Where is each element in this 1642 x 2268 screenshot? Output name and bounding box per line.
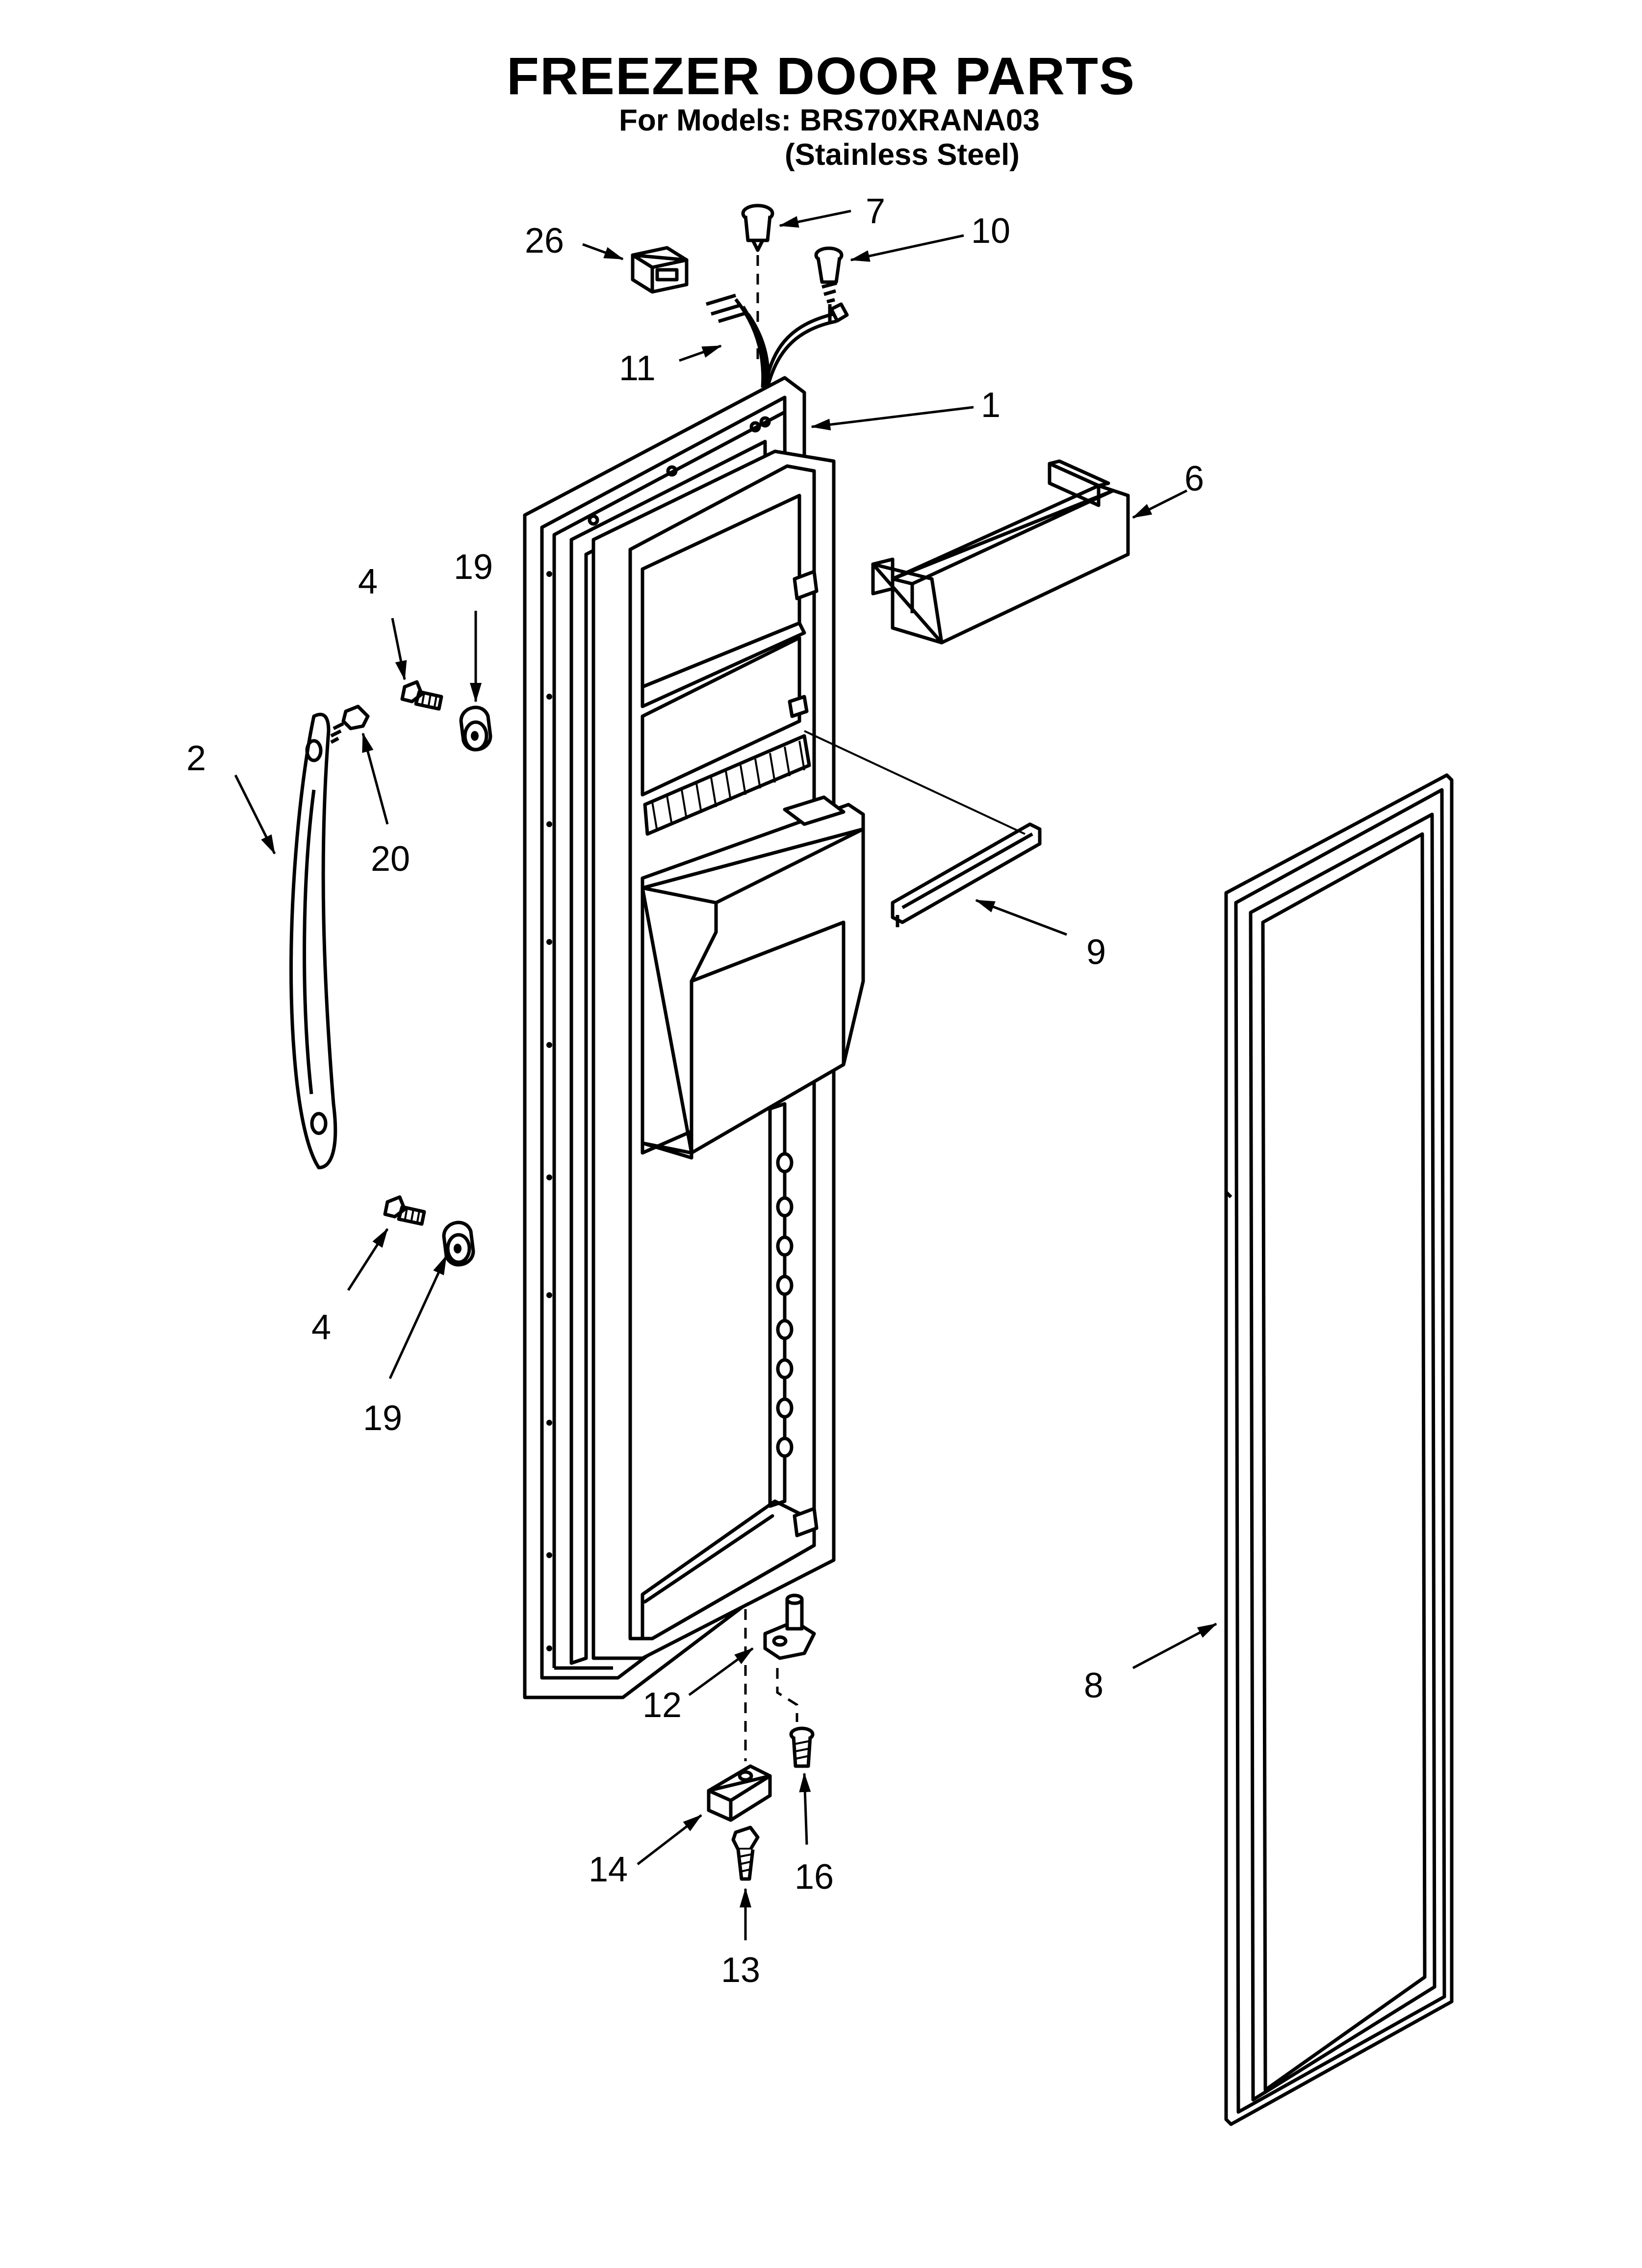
finish-line: (Stainless Steel) bbox=[785, 138, 1020, 172]
callout-26: 26 bbox=[525, 221, 564, 261]
callout-8: 8 bbox=[1084, 1666, 1103, 1705]
trim-part-9 bbox=[804, 730, 1042, 927]
leader-lines bbox=[234, 209, 1217, 1940]
handle-part-2 bbox=[289, 712, 337, 1170]
screw-part-10 bbox=[814, 246, 844, 324]
callout-4-bottom: 4 bbox=[311, 1308, 331, 1347]
dispenser-ribs bbox=[643, 734, 811, 836]
callout-4-top: 4 bbox=[358, 562, 378, 601]
callout-14: 14 bbox=[589, 1850, 628, 1889]
models-line: For Models: BRS70XRANA03 bbox=[619, 104, 1040, 137]
connector-part-26 bbox=[631, 246, 689, 294]
spacer-part-19-bottom bbox=[442, 1221, 475, 1267]
bracket-part-14 bbox=[707, 1609, 772, 1822]
shelf-part-6 bbox=[871, 459, 1130, 645]
callout-9: 9 bbox=[1086, 933, 1106, 972]
door-liner-part-1 bbox=[523, 376, 865, 1699]
wire-harness-part-11 bbox=[705, 293, 849, 388]
callout-11: 11 bbox=[619, 349, 656, 388]
screw-part-20 bbox=[330, 704, 370, 744]
callout-1: 1 bbox=[981, 386, 1001, 425]
plug-part-7 bbox=[741, 204, 774, 363]
callout-numbers: 26 7 10 11 1 6 9 8 2 20 4 19 4 19 12 16 … bbox=[186, 192, 1204, 1990]
liner-holes bbox=[776, 1152, 794, 1458]
screw-part-4-top bbox=[400, 680, 443, 711]
callout-19-bottom: 19 bbox=[363, 1399, 402, 1438]
callout-16: 16 bbox=[795, 1857, 834, 1897]
callout-7: 7 bbox=[866, 192, 885, 231]
callout-12: 12 bbox=[642, 1686, 682, 1725]
callout-2: 2 bbox=[186, 739, 206, 778]
page-title: FREEZER DOOR PARTS bbox=[506, 46, 1136, 105]
hinge-part-12 bbox=[763, 1593, 816, 1722]
callout-10: 10 bbox=[971, 211, 1010, 251]
screw-part-4-bottom bbox=[383, 1195, 426, 1226]
screw-part-13 bbox=[731, 1825, 760, 1881]
dispenser-housing bbox=[641, 734, 865, 1160]
screw-part-16 bbox=[789, 1726, 815, 1768]
frame-rivets bbox=[546, 571, 552, 1651]
spacer-part-19-top bbox=[459, 705, 492, 752]
gasket-part-8 bbox=[1224, 773, 1454, 2126]
callout-20: 20 bbox=[371, 839, 410, 879]
callout-6: 6 bbox=[1184, 459, 1204, 498]
callout-19-top: 19 bbox=[454, 547, 493, 587]
callout-13: 13 bbox=[721, 1951, 760, 1990]
